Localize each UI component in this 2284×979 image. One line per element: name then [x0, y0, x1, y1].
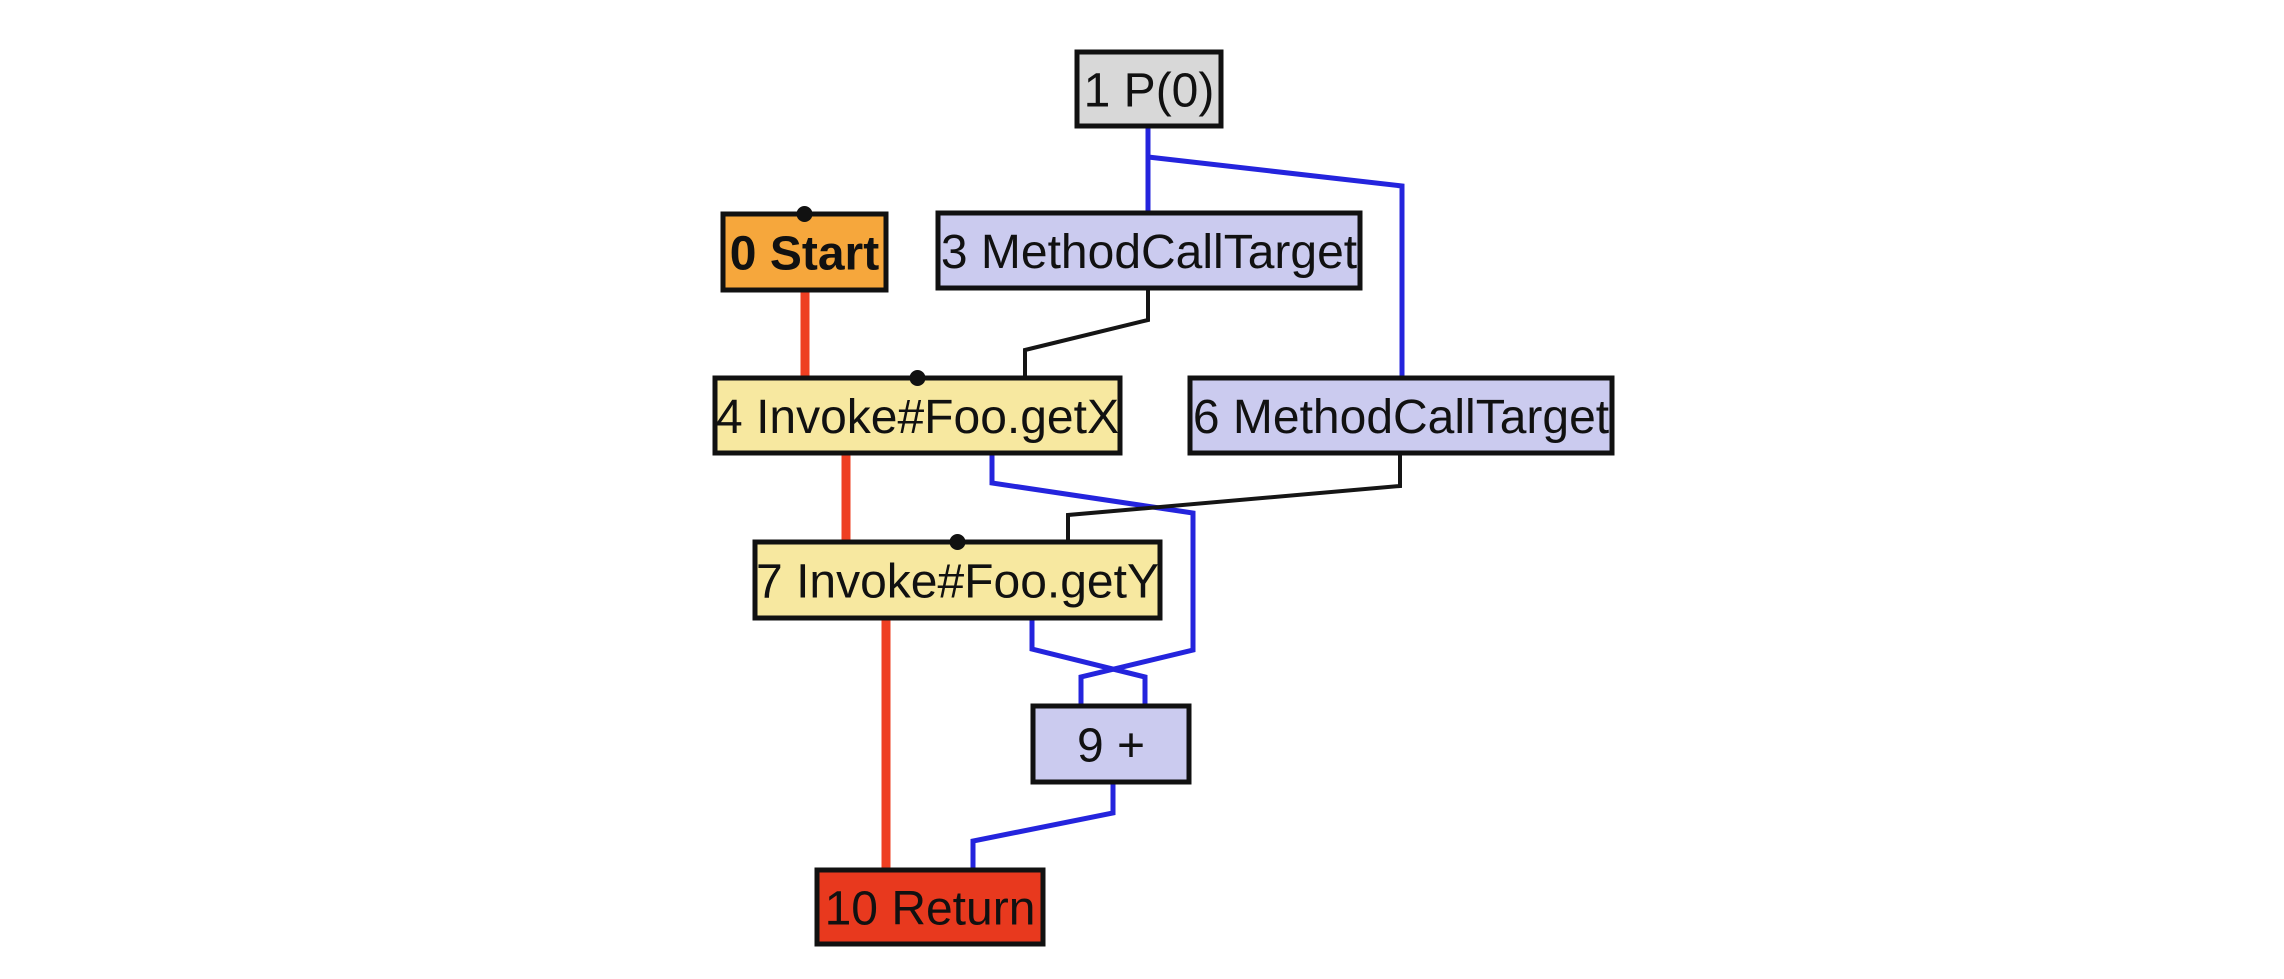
edge-getx-to-plus — [989, 453, 1196, 706]
graph-node-1-label: 1 P(0) — [1084, 65, 1215, 118]
edge-mct3-to-getx — [1023, 288, 1150, 378]
graph-node-10[interactable]: 10 Return — [814, 867, 1046, 947]
graph-node-4-top-dot-icon — [909, 370, 926, 386]
graph-node-3-label: 3 MethodCallTarget — [941, 226, 1357, 279]
edge-gety-to-plus — [1029, 618, 1148, 706]
graph-node-3[interactable]: 3 MethodCallTarget — [935, 210, 1363, 291]
graph-node-6-box[interactable] — [1187, 375, 1615, 456]
graph-node-9-label: 9 + — [1077, 720, 1145, 773]
graph-node-0[interactable]: 0 Start — [720, 206, 889, 293]
edge-mct6-to-gety — [1066, 453, 1402, 542]
edge-p0-to-mct6 — [1147, 154, 1405, 378]
graph-node-7-top-dot-icon — [949, 534, 966, 550]
graph-node-4-label: 4 Invoke#Foo.getX — [716, 391, 1119, 444]
graph-node-1-box[interactable] — [1074, 49, 1224, 129]
edge-plus-to-return — [970, 782, 1116, 870]
graph-node-4[interactable]: 4 Invoke#Foo.getX — [712, 370, 1123, 456]
graph-node-3-box[interactable] — [935, 210, 1363, 291]
graph-node-7-label: 7 Invoke#Foo.getY — [756, 556, 1159, 609]
graph-node-0-label: 0 Start — [730, 228, 879, 281]
graph-node-1[interactable]: 1 P(0) — [1074, 49, 1224, 129]
graph-node-7[interactable]: 7 Invoke#Foo.getY — [752, 534, 1163, 621]
graph-node-10-box[interactable] — [814, 867, 1046, 947]
graph-node-10-label: 10 Return — [825, 883, 1036, 936]
graph-node-6-label: 6 MethodCallTarget — [1193, 391, 1609, 444]
graph-node-9-box[interactable] — [1030, 703, 1192, 785]
graph-node-6[interactable]: 6 MethodCallTarget — [1187, 375, 1615, 456]
graph-node-0-box[interactable] — [720, 211, 889, 293]
graph-node-0-top-dot-icon — [796, 206, 813, 222]
graph-node-9[interactable]: 9 + — [1030, 703, 1192, 785]
graph-node-7-box[interactable] — [752, 539, 1163, 621]
